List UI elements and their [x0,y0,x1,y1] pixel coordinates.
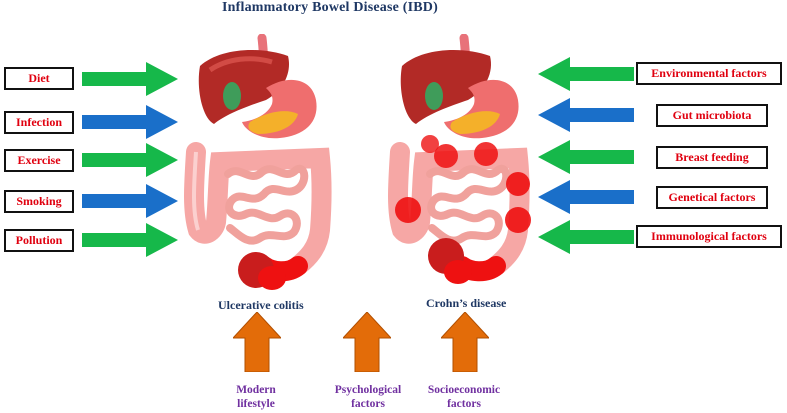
factor-smoking: Smoking [4,190,74,213]
bottom-factor-line1: Modern [236,384,276,396]
up-arrow-icon [441,312,489,372]
factor-infection: Infection [4,111,74,134]
digestive-system-ulcerative-colitis-illustration [184,34,332,290]
factor-breast-feeding: Breast feeding [656,146,768,169]
ulcerative-colitis-label: Ulcerative colitis [218,298,304,312]
bottom-factor-line2: factors [447,398,481,411]
factor-environmental: Environmental factors [636,62,782,85]
digestive-system-crohns-disease-illustration [388,34,531,284]
left-arrow-icon [538,57,634,91]
factor-immunological: Immunological factors [636,225,782,248]
bottom-factor-socioeconomic: Socioeconomic factors [410,383,518,412]
bottom-factor-line2: factors [351,398,385,411]
up-arrow-icon [343,312,391,372]
factor-pollution: Pollution [4,229,74,252]
factor-genetical: Genetical factors [656,186,768,209]
left-arrow-icon [538,98,634,132]
left-arrow-icon [538,180,634,214]
right-arrow-icon [82,105,178,139]
factor-diet: Diet [4,67,74,90]
bottom-factor-modern-lifestyle: Modern lifestyle [210,383,302,412]
bottom-factor-line2: lifestyle [237,398,275,411]
factor-exercise: Exercise [4,149,74,172]
up-arrow-icon [233,312,281,372]
right-arrow-icon [82,62,178,96]
bottom-factor-line1: Psychological [334,384,402,396]
right-arrow-icon [82,184,178,218]
factor-gut-microbiota: Gut microbiota [656,104,768,127]
right-arrow-icon [82,143,178,177]
left-arrow-icon [538,220,634,254]
crohns-disease-label: Crohn’s disease [426,296,507,310]
diagram-title: Inflammatory Bowel Disease (IBD) [222,0,438,15]
bottom-factor-line1: Socioeconomic [427,384,501,396]
right-arrow-icon [82,223,178,257]
left-arrow-icon [538,140,634,174]
bottom-factor-psychological: Psychological factors [318,383,418,412]
